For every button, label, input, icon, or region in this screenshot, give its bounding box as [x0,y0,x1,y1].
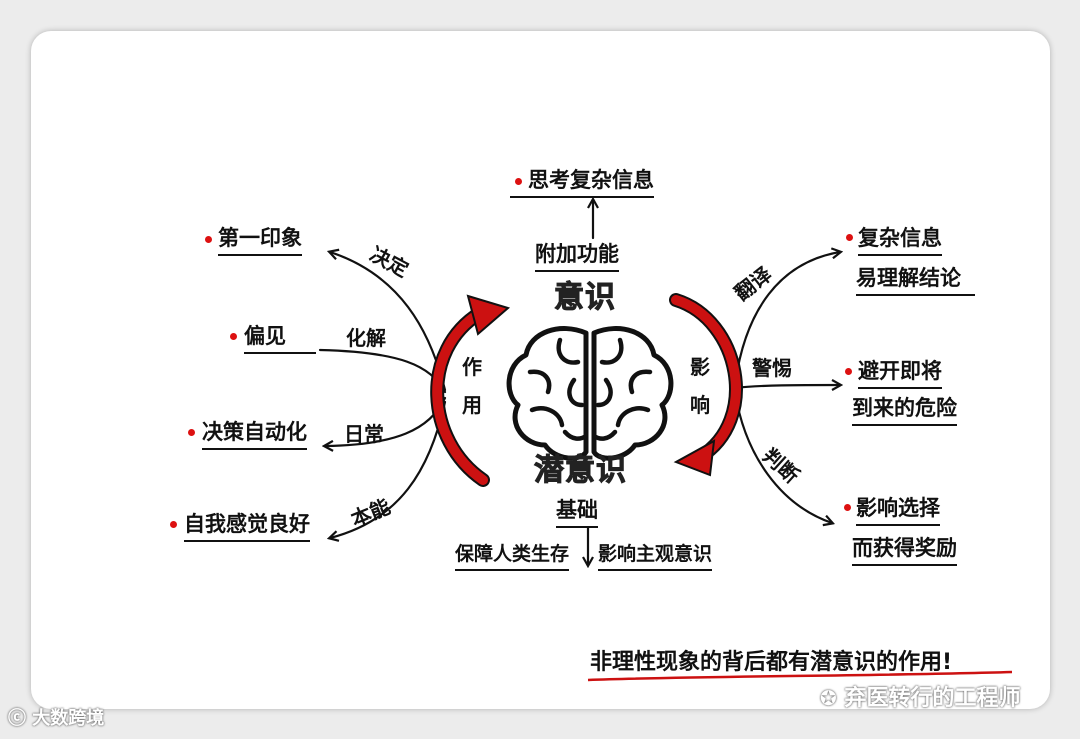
branch-bias [320,350,445,392]
right-arc-label: 影响 [688,348,712,424]
bullet-dot [846,234,853,241]
gain-reward-label: 而获得奖励 [852,538,957,566]
conclusion-text: 非理性现象的背后都有潜意识的作用! [590,652,952,674]
subconscious-label: 潜意识 [534,456,627,486]
decision-automation-label: 决策自动化 [202,422,307,450]
avoid-coming-label: 避开即将 [858,361,942,389]
watermark-right: ✪ 弃医转行的工程师 [820,680,1020,712]
influence-subjective-label: 影响主观意识 [598,545,712,571]
wechat-icon: ✪ [820,686,837,710]
bullet-dot [170,521,177,528]
influence-choice-label: 影响选择 [856,498,940,526]
survival-label: 保障人类生存 [455,545,569,571]
think-complex-info-label: 思考复杂信息 [510,170,654,198]
branch-automation [325,398,445,446]
edge-label-resolve: 化解 [346,322,386,351]
logo-icon: ⓒ [8,708,26,729]
easy-conclusion-label: 易理解结论 [856,268,975,296]
edge-label-daily: 日常 [344,418,384,447]
brain-icon [509,329,671,459]
bias-label: 偏见 [244,326,316,354]
bullet-dot [188,429,195,436]
watermark-left: ⓒ 大数跨境 [8,704,104,730]
left-arc-label: 作用 [460,348,484,424]
bullet-dot [844,504,851,511]
complex-info-label: 复杂信息 [858,228,942,256]
bullet-dot [205,236,212,243]
coming-danger-label: 到来的危险 [852,398,957,426]
self-feeling-good-label: 自我感觉良好 [184,514,310,542]
addon-function-label: 附加功能 [535,244,619,272]
basis-label: 基础 [556,500,598,528]
bullet-dot [845,368,852,375]
first-impression-label: 第一印象 [218,228,302,256]
conscious-label: 意识 [554,283,616,313]
branch-avoid-danger [735,385,840,388]
bullet-dot [230,333,237,340]
edge-label-alert: 警惕 [752,352,792,381]
